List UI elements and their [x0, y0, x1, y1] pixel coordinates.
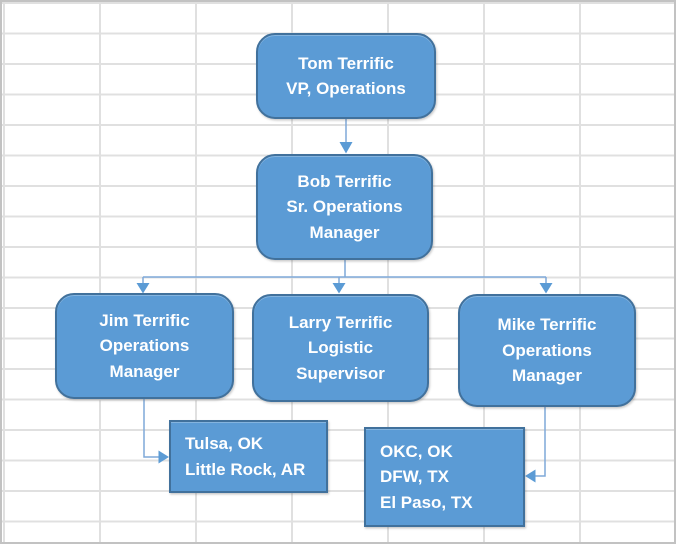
person-title: Operations — [99, 336, 190, 356]
org-node-bob-terrific[interactable]: Bob Terrific Sr. Operations Manager — [256, 154, 433, 260]
person-name: Jim Terrific — [99, 310, 190, 330]
person-title: Manager — [309, 222, 380, 242]
person-title: Manager — [109, 361, 180, 381]
org-node-larry-terrific[interactable]: Larry Terrific Logistic Supervisor — [252, 294, 429, 402]
arrow-right-icon — [158, 450, 169, 464]
connector-bob-children[interactable] — [136, 260, 553, 294]
location-line: El Paso, TX — [380, 492, 473, 512]
connector-jim-tulsa[interactable] — [143, 399, 169, 464]
location-box-tulsa[interactable]: Tulsa, OK Little Rock, AR — [169, 420, 328, 493]
person-name: Tom Terrific — [298, 53, 394, 73]
location-box-okc[interactable]: OKC, OK DFW, TX El Paso, TX — [364, 427, 525, 527]
person-title: Manager — [512, 366, 582, 386]
arrow-down-icon — [332, 283, 346, 294]
connector-mike-okc[interactable] — [525, 407, 546, 483]
person-title: Logistic — [307, 338, 374, 358]
arrow-down-icon — [539, 283, 553, 294]
person-title: Supervisor — [296, 363, 385, 383]
person-title: Operations — [502, 340, 592, 360]
org-node-jim-terrific[interactable]: Jim Terrific Operations Manager — [55, 293, 234, 399]
person-title: Sr. Operations — [286, 197, 403, 217]
location-line: Tulsa, OK — [185, 434, 264, 453]
connector-tom-bob[interactable] — [339, 119, 353, 154]
org-node-tom-terrific[interactable]: Tom Terrific VP, Operations — [256, 33, 436, 119]
location-line: DFW, TX — [380, 467, 449, 487]
arrow-down-icon — [339, 142, 353, 154]
arrow-down-icon — [136, 283, 150, 294]
person-name: Mike Terrific — [497, 315, 597, 335]
person-name: Bob Terrific — [297, 171, 392, 191]
person-title: VP, Operations — [286, 79, 406, 98]
arrow-left-icon — [525, 469, 536, 483]
location-line: Little Rock, AR — [185, 459, 306, 479]
location-line: OKC, OK — [380, 441, 453, 461]
org-node-mike-terrific[interactable]: Mike Terrific Operations Manager — [458, 294, 636, 407]
person-name: Larry Terrific — [288, 312, 393, 332]
